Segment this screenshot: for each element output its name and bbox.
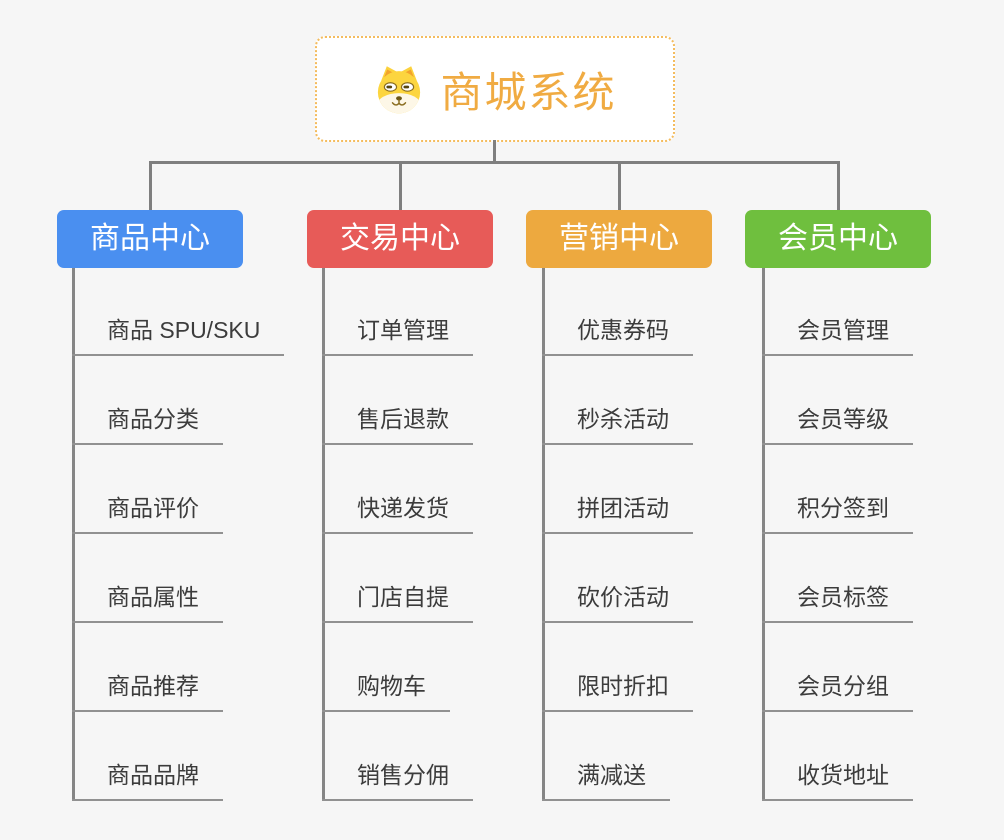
leaf-node[interactable]: 售后退款 xyxy=(322,403,473,445)
leaf-node[interactable]: 商品属性 xyxy=(72,581,223,623)
leaf-node[interactable]: 优惠券码 xyxy=(542,314,693,356)
leaf-node[interactable]: 商品推荐 xyxy=(72,670,223,712)
leaf-node[interactable]: 砍价活动 xyxy=(542,581,693,623)
connector-drop-product-center xyxy=(149,161,152,210)
leaf-node[interactable]: 会员管理 xyxy=(762,314,913,356)
leaf-node[interactable]: 快递发货 xyxy=(322,492,473,534)
connector-drop-member-center xyxy=(837,161,840,210)
leaf-node[interactable]: 秒杀活动 xyxy=(542,403,693,445)
leaf-node[interactable]: 门店自提 xyxy=(322,581,473,623)
leaf-node[interactable]: 收货地址 xyxy=(762,759,913,801)
leaf-node[interactable]: 会员分组 xyxy=(762,670,913,712)
leaf-node[interactable]: 商品评价 xyxy=(72,492,223,534)
branch-node-trade-center[interactable]: 交易中心 xyxy=(307,210,493,268)
connector-trunk-product-center xyxy=(72,268,75,801)
leaf-node[interactable]: 销售分佣 xyxy=(322,759,473,801)
connector-trunk-trade-center xyxy=(322,268,325,801)
leaf-node[interactable]: 拼团活动 xyxy=(542,492,693,534)
connector-trunk-marketing-center xyxy=(542,268,545,801)
leaf-node[interactable]: 商品 SPU/SKU xyxy=(72,314,285,356)
branch-node-product-center[interactable]: 商品中心 xyxy=(57,210,243,268)
root-node-label: 商城系统 xyxy=(440,68,617,116)
leaf-node[interactable]: 会员标签 xyxy=(762,581,913,623)
branch-node-member-center[interactable]: 会员中心 xyxy=(745,210,931,268)
connector-trunk-member-center xyxy=(762,268,765,801)
root-node[interactable]: 商城系统 xyxy=(315,36,675,142)
leaf-node[interactable]: 商品品牌 xyxy=(72,759,223,801)
connector-drop-marketing-center xyxy=(618,161,621,210)
leaf-node[interactable]: 满减送 xyxy=(542,759,670,801)
branch-node-marketing-center[interactable]: 营销中心 xyxy=(526,210,712,268)
connector-horizontal-bar xyxy=(149,161,840,164)
leaf-node[interactable]: 限时折扣 xyxy=(542,670,693,712)
connector-drop-trade-center xyxy=(399,161,402,210)
leaf-node[interactable]: 积分签到 xyxy=(762,492,913,534)
leaf-node[interactable]: 会员等级 xyxy=(762,403,913,445)
leaf-node[interactable]: 商品分类 xyxy=(72,403,223,445)
leaf-node[interactable]: 订单管理 xyxy=(322,314,473,356)
leaf-node[interactable]: 购物车 xyxy=(322,670,450,712)
connector-root-stem xyxy=(493,140,496,164)
dog-face-icon xyxy=(378,66,421,114)
